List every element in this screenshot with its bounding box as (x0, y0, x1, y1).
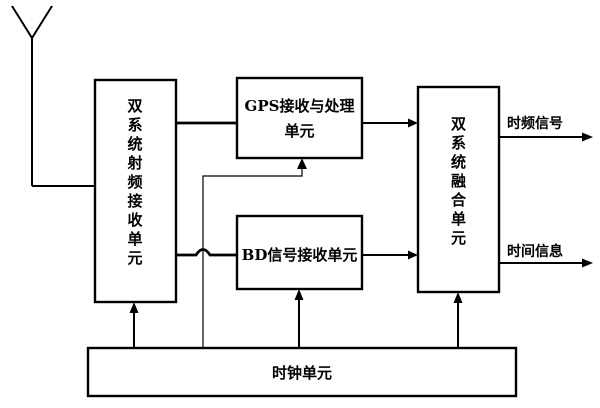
rf-unit-char: 射 (126, 154, 142, 172)
rf-to-bd-line (176, 248, 237, 257)
clock-to-bd-arrow (294, 289, 304, 348)
gps-unit-title: GPS接收与处理 (245, 97, 355, 115)
rf-unit-char: 接 (127, 192, 142, 210)
gps-to-fusion-arrow (362, 118, 418, 128)
fusion-unit-char: 元 (451, 229, 466, 247)
fusion-unit-char: 双 (451, 115, 466, 133)
fusion-unit-char: 系 (451, 134, 466, 152)
clock-unit: 时钟单元 (86, 346, 518, 398)
fusion-unit-char: 统 (451, 153, 466, 171)
antenna-icon (11, 5, 95, 187)
time-freq-output-arrow (499, 132, 593, 142)
bd-unit-label: BD信号接收单元 (242, 246, 358, 264)
clock-to-rf-arrow (129, 302, 139, 348)
dual-system-fusion-unit: 双 系 统 融 合 单 元 (416, 85, 501, 294)
time-freq-signal-label: 时频信号 (507, 115, 563, 132)
fusion-unit-char: 合 (450, 191, 467, 209)
rf-unit-char: 单 (127, 230, 142, 248)
rf-unit-char: 系 (127, 116, 142, 134)
clock-to-gps-connector (202, 158, 307, 348)
rf-unit-char: 统 (127, 135, 142, 153)
dual-system-rf-receive-unit: 双 系 统 射 频 接 收 单 元 (93, 78, 178, 304)
fusion-unit-char: 单 (451, 210, 466, 228)
rf-unit-char: 收 (127, 211, 142, 229)
time-info-label: 时间信息 (507, 243, 563, 260)
rf-unit-char: 双 (127, 97, 142, 115)
clock-to-fusion-arrow (453, 292, 463, 348)
bd-signal-receive-unit: BD信号接收单元 (235, 214, 364, 291)
bd-to-fusion-arrow (362, 250, 418, 260)
clock-unit-label: 时钟单元 (272, 364, 332, 382)
rf-unit-char: 频 (127, 173, 142, 191)
fusion-unit-char: 融 (451, 172, 466, 190)
time-info-output-arrow (499, 258, 593, 268)
rf-unit-char: 元 (127, 249, 142, 267)
gps-receive-process-unit: GPS接收与处理 单元 (235, 76, 364, 160)
gps-unit-subtitle: 单元 (284, 122, 314, 140)
